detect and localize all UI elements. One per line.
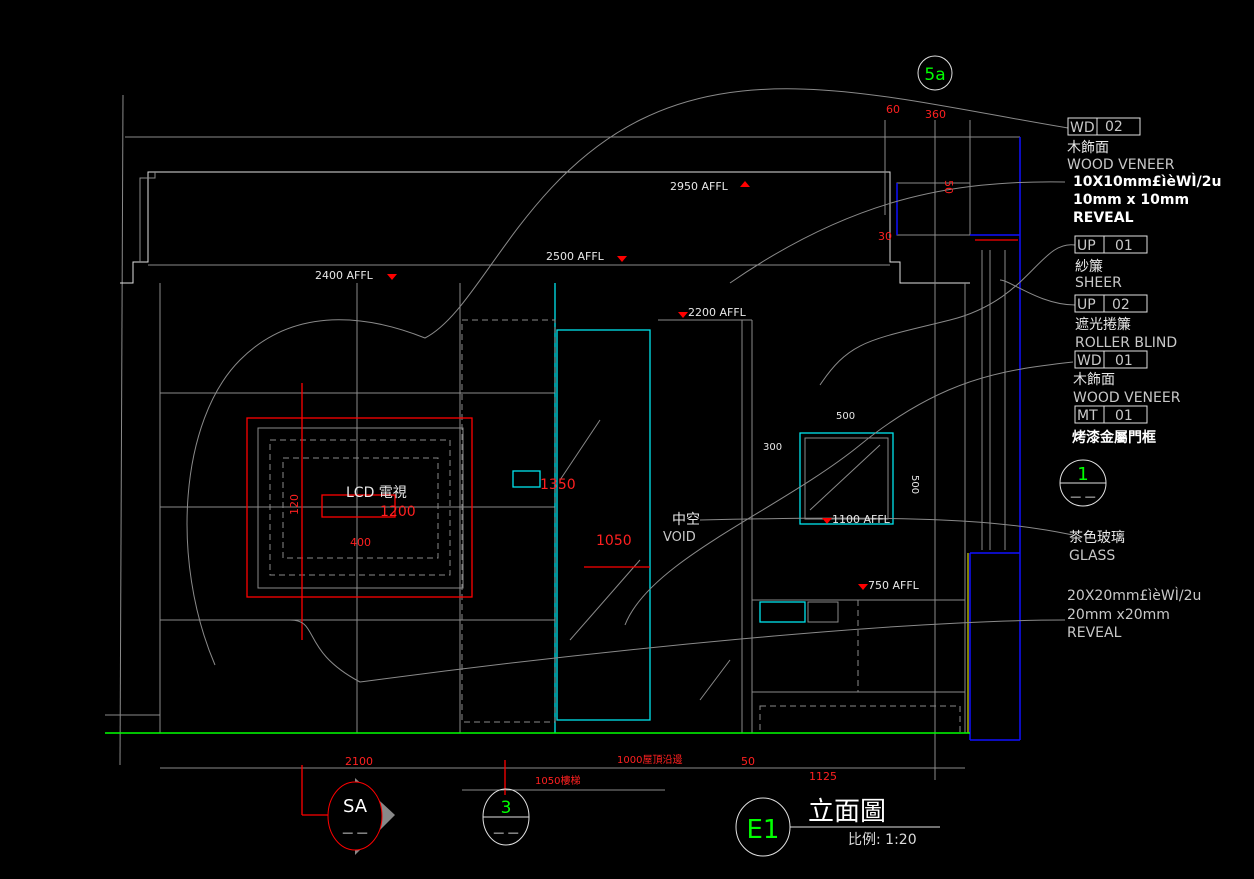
legend-up02: UP 02 遮光捲簾 ROLLER BLIND <box>1074 294 1177 351</box>
legend-0-cn: 木飾面 <box>1067 140 1109 156</box>
legend-4-cn: 烤漆金屬門框 <box>1072 429 1156 446</box>
elevation-tag-e1: E1 <box>747 815 780 845</box>
dim-1200: 1200 <box>380 504 416 520</box>
legend-0-en: WOOD VENEER <box>1067 157 1175 173</box>
drawing-title: 立面圖 <box>808 797 886 827</box>
glass-door <box>512 329 731 721</box>
tags-three: 3 <box>501 798 512 818</box>
reveal-20-label: REVEAL <box>1067 625 1122 641</box>
dim-60: 60 <box>886 103 900 116</box>
level-750: 750 AFFL <box>868 579 920 592</box>
material-legend: WD 02 木飾面 WOOD VENEER 10X10mm£ìèWÌ/2u 10… <box>1067 117 1221 641</box>
tv-recess <box>246 383 473 640</box>
level-2500: 2500 AFFL <box>546 250 605 263</box>
section-tag-5a: 5a <box>917 55 953 91</box>
dim-50: 50 <box>741 755 755 768</box>
legend-3-cn: 木飾面 <box>1073 372 1115 388</box>
dim-500h: 500 <box>909 475 920 494</box>
legend-1-cn: 紗簾 <box>1075 259 1103 275</box>
dim-1350: 1350 <box>540 477 576 493</box>
tags-right_num: 1 <box>1077 464 1088 485</box>
level-2400: 2400 AFFL <box>315 269 374 282</box>
level-2200: 2200 AFFL <box>688 306 747 319</box>
reveal-10-code: 10X10mm£ìèWÌ/2u <box>1073 173 1221 190</box>
dim-1125: 1125 <box>809 770 837 783</box>
legend-0-code: WD <box>1070 120 1095 136</box>
reveal-10-size: 10mm x 10mm <box>1073 192 1189 208</box>
legend-1-code: UP <box>1077 238 1096 254</box>
void-cn-label: 中空 <box>672 512 700 528</box>
glass-en: GLASS <box>1069 548 1115 564</box>
dimension-labels: 60 360 50 30 500 500 300 120 400 1350 12… <box>288 103 955 787</box>
window <box>759 432 894 623</box>
reveal-10-label: REVEAL <box>1073 210 1134 226</box>
dim-1050-stair: 1050樓梯 <box>535 774 580 787</box>
dim-30: 30 <box>878 230 892 243</box>
legend-1-en: SHEER <box>1075 275 1122 291</box>
dim-50v: 50 <box>942 180 955 194</box>
level-markers: 2950 AFFL 2500 AFFL 2400 AFFL 2200 AFFL … <box>315 180 920 592</box>
lcd-tv-label: LCD 電視 <box>346 485 407 501</box>
glass-cn: 茶色玻璃 <box>1069 529 1125 546</box>
legend-0-num: 02 <box>1105 119 1123 135</box>
level-1100: 1100 AFFL <box>832 513 891 526</box>
dim-1000: 1000屋頂沿邊 <box>617 753 682 766</box>
elevation-title-block: E1 立面圖 比例: 1:20 <box>735 797 940 857</box>
reveal-20-size: 20mm x20mm <box>1067 607 1170 623</box>
tags-sa: SA <box>343 796 368 817</box>
legend-1-num: 01 <box>1115 238 1133 254</box>
legend-wd01: WD 01 木飾面 WOOD VENEER <box>1073 350 1181 406</box>
leader-lines <box>186 88 1076 683</box>
level-2950: 2950 AFFL <box>670 180 729 193</box>
legend-mt01: MT 01 烤漆金屬門框 <box>1072 405 1156 446</box>
legend-wd02: WD 02 木飾面 WOOD VENEER <box>1067 117 1175 173</box>
void-en-label: VOID <box>663 530 696 545</box>
tags-sa_sub: — — <box>342 826 368 839</box>
section-tag-sa: SA — — <box>327 778 395 855</box>
dim-1050: 1050 <box>596 533 632 549</box>
dim-2100: 2100 <box>345 755 373 768</box>
legend-3-en: WOOD VENEER <box>1073 390 1181 406</box>
tags-three_sub: — — <box>493 826 519 839</box>
legend-2-cn: 遮光捲簾 <box>1075 317 1131 333</box>
dim-120: 120 <box>288 494 301 515</box>
detail-tag-right: 1 — — <box>1059 459 1107 507</box>
tags-right_sub: — — <box>1070 490 1096 503</box>
reveal-20-code: 20X20mm£ìèWÌ/2u <box>1067 587 1201 604</box>
tags-top: 5a <box>924 65 945 85</box>
dim-400: 400 <box>350 536 371 549</box>
legend-2-num: 02 <box>1112 297 1130 313</box>
dim-500w: 500 <box>836 411 855 422</box>
legend-2-en: ROLLER BLIND <box>1075 335 1177 351</box>
dim-360: 360 <box>925 108 946 121</box>
legend-up01: UP 01 紗簾 SHEER <box>1074 235 1148 291</box>
legend-2-code: UP <box>1077 297 1096 313</box>
detail-tag-3: 3 — — <box>482 788 530 846</box>
legend-4-num: 01 <box>1115 408 1133 424</box>
legend-4-code: MT <box>1077 408 1098 424</box>
legend-3-code: WD <box>1077 353 1102 369</box>
dim-300: 300 <box>763 442 782 453</box>
drawing-scale: 比例: 1:20 <box>848 832 917 848</box>
legend-3-num: 01 <box>1115 353 1133 369</box>
